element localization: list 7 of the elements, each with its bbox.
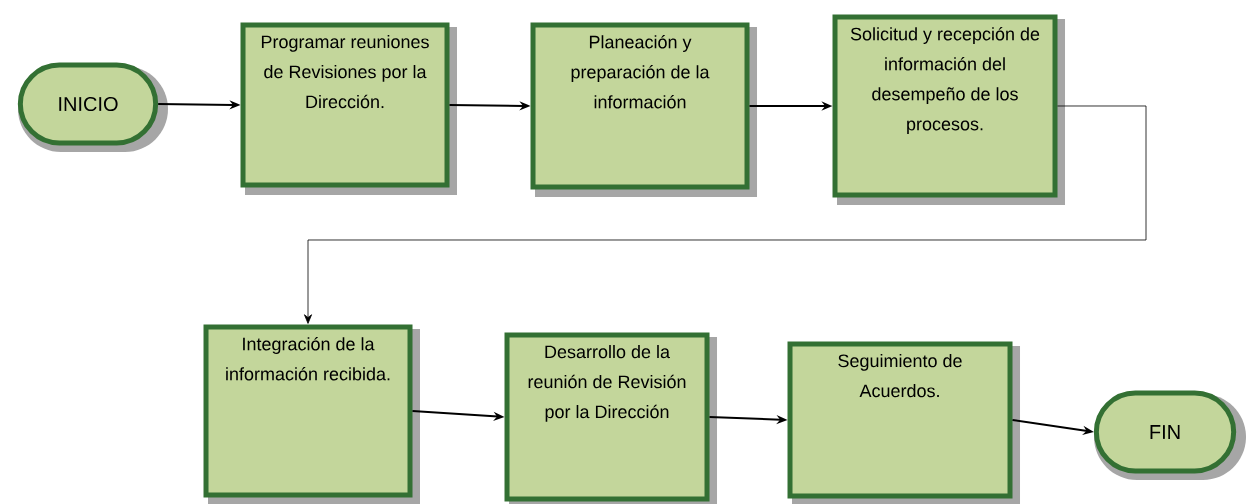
process-box: Integración de la información recibida. <box>203 324 413 498</box>
process-box: Programar reuniones de Revisiones por la Dirección. <box>240 22 450 188</box>
process-box: Planeación y preparación de la información <box>530 22 750 190</box>
process-box: Solicitud y recepción de información del desempeño de los procesos. <box>832 14 1058 198</box>
arrow <box>304 105 1147 324</box>
process-box: Desarrollo de la reunión de Revisión por la Dirección <box>504 332 710 502</box>
process-box: Seguimiento de Acuerdos. <box>787 341 1013 499</box>
